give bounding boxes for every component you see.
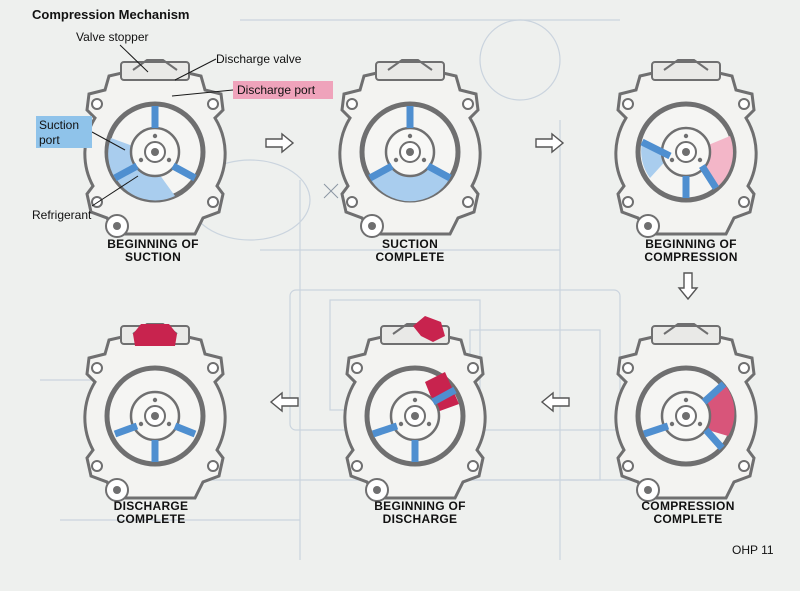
label-discharge-valve: Discharge valve [216,52,301,66]
arrow-left-icon [271,393,298,411]
arrow-right-icon [536,134,563,152]
stage-label-suction-complete: SUCTION COMPLETE [355,238,465,264]
label-discharge-port: Discharge port [233,81,333,99]
pump-suction-complete [340,60,480,237]
label-suction-port-line1: Suction [39,118,79,132]
label-suction-port-line2: port [39,133,60,147]
arrow-right-icon [266,134,293,152]
stage-label-line: SUCTION [98,251,208,264]
stage-label-beginning-of-compression: BEGINNING OF COMPRESSION [626,238,756,264]
pump-beginning-of-suction [85,60,225,237]
pump-beginning-of-compression [616,60,756,237]
page-label: OHP 11 [732,543,774,557]
stage-label-line: COMPLETE [628,513,748,526]
pump-compression-complete [616,324,756,501]
arrow-left-icon [542,393,569,411]
stage-label-line: COMPLETE [96,513,206,526]
stage-label-beginning-of-discharge: BEGINNING OF DISCHARGE [360,500,480,526]
stage-label-line: COMPRESSION [626,251,756,264]
diagram-title: Compression Mechanism [32,7,190,22]
label-valve-stopper: Valve stopper [76,30,149,44]
arrow-down-icon [679,273,697,299]
stage-label-compression-complete: COMPRESSION COMPLETE [628,500,748,526]
pump-beginning-of-discharge [345,316,485,501]
stage-label-beginning-of-suction: BEGINNING OF SUCTION [98,238,208,264]
stage-label-discharge-complete: DISCHARGE COMPLETE [96,500,206,526]
stage-label-line: COMPLETE [355,251,465,264]
stage-label-line: DISCHARGE [360,513,480,526]
pump-discharge-complete [85,324,225,501]
label-refrigerant: Refrigerant [32,208,91,222]
label-suction-port: Suction port [36,116,92,148]
